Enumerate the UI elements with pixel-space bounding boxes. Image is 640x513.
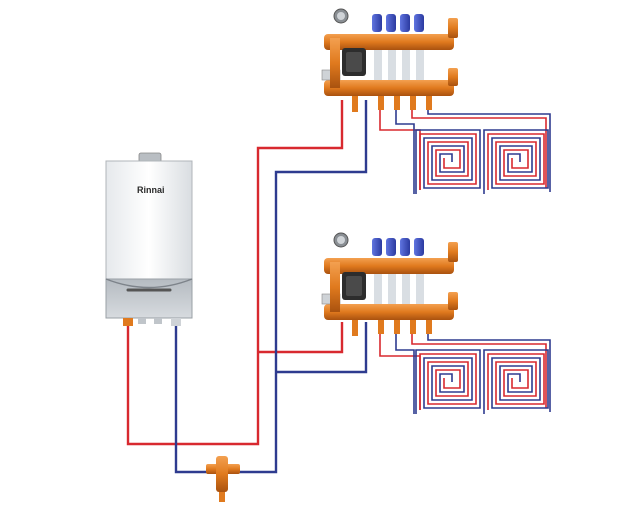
valve-caps-upper xyxy=(372,14,424,32)
manifold-lower xyxy=(321,232,459,337)
boiler-brand-logo: Rinnai xyxy=(137,185,165,195)
loop-feed-upper xyxy=(379,110,551,194)
return-pipe-lower-branch xyxy=(276,322,368,374)
mixing-valve-icon xyxy=(206,456,240,502)
supply-pipe-lower-branch xyxy=(258,322,344,354)
floor-heating-loop-icon xyxy=(483,349,549,415)
boiler-bottom-panel xyxy=(105,278,193,319)
supply-pipe-main xyxy=(126,100,344,446)
return-pipe-main xyxy=(174,100,368,474)
floor-heating-loop-icon xyxy=(415,129,481,195)
floor-heating-loop-icon xyxy=(415,349,481,415)
valve-caps-lower xyxy=(372,238,424,256)
pipe-network xyxy=(126,100,368,474)
boiler-body xyxy=(105,160,193,280)
wall-boiler-icon: Rinnai xyxy=(105,152,193,326)
loop-feed-lower xyxy=(379,334,551,414)
floor-heating-loop-icon xyxy=(483,129,549,195)
manifold-upper xyxy=(321,8,459,113)
